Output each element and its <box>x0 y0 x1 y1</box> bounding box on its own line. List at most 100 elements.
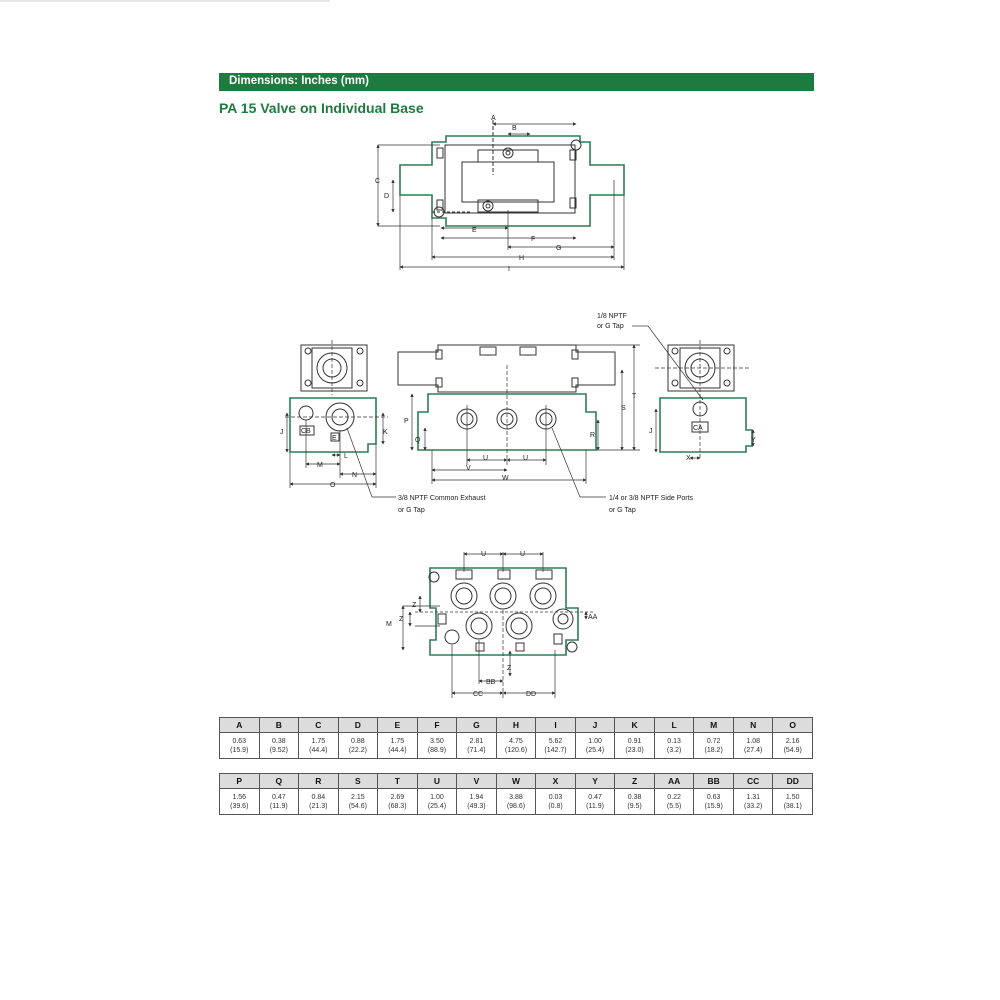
dim-label-S: S <box>621 405 626 412</box>
dim-label-C: C <box>375 178 380 185</box>
value-mm: (18.2) <box>704 746 723 754</box>
column-header-DD: DD <box>772 773 813 789</box>
value-mm: (15.9) <box>704 802 723 810</box>
table-cell-D: 0.88(22.2) <box>337 732 379 759</box>
value-mm: (88.9) <box>427 746 447 754</box>
value-inches: 5.62 <box>548 737 563 745</box>
port-label-CB: CB <box>301 428 311 435</box>
value-inches: 2.16 <box>785 737 800 745</box>
dim-label-CC: CC <box>473 691 483 698</box>
column-header-S: S <box>337 773 379 789</box>
dim-label-DD: DD <box>526 691 536 698</box>
callout-side-line1: 1/4 or 3/8 NPTF Side Ports <box>609 495 694 502</box>
column-header-A: A <box>219 717 260 733</box>
right-end-view-drawing <box>632 325 755 460</box>
column-header-I: I <box>535 717 576 733</box>
dim-label-X: X <box>686 455 691 462</box>
table-cell-G: 2.81(71.4) <box>456 732 497 759</box>
callout-exhaust-line1: 3/8 NPTF Common Exhaust <box>398 495 486 502</box>
top-rule <box>0 0 330 2</box>
value-mm: (39.6) <box>230 802 249 810</box>
column-header-W: W <box>495 773 537 789</box>
table-cell-U: 1.00(25.4) <box>416 788 458 815</box>
value-mm: (9.5) <box>627 802 642 810</box>
value-inches: 0.91 <box>627 737 642 745</box>
dim-label-O: O <box>330 482 336 489</box>
bottom-mount-hole-br <box>566 641 578 653</box>
table-cell-R: 0.84(21.3) <box>298 788 339 815</box>
top-view-drawing <box>376 120 625 270</box>
table-cell-T: 2.69(68.3) <box>377 788 418 815</box>
dim-label-K: K <box>383 429 388 436</box>
column-header-Q: Q <box>258 773 300 789</box>
dim-label-D: D <box>384 193 389 200</box>
column-header-K: K <box>614 717 655 733</box>
dim-label-T: T <box>632 393 637 400</box>
value-mm: (54.9) <box>783 746 802 754</box>
side-view-drawing <box>397 344 640 498</box>
dim-label-AA: AA <box>588 614 598 621</box>
value-mm: (23.0) <box>625 746 644 754</box>
table-cell-Y: 0.47(11.9) <box>574 788 616 815</box>
value-inches: 0.72 <box>706 737 721 745</box>
value-inches: 0.63 <box>232 737 247 745</box>
value-inches: 3.50 <box>430 737 444 745</box>
callout-exhaust-line2: or G Tap <box>398 507 425 514</box>
value-mm: (5.5) <box>666 802 682 810</box>
table-cell-I: 5.62(142.7) <box>535 732 576 759</box>
port-label-E-left: E <box>332 435 337 442</box>
column-header-C: C <box>298 717 339 733</box>
value-mm: (15.9) <box>230 746 249 754</box>
table-cell-H: 4.75(120.6) <box>495 732 537 759</box>
column-header-M: M <box>693 717 734 733</box>
value-inches: 1.08 <box>746 737 760 745</box>
value-inches: 3.88 <box>509 793 523 801</box>
value-inches: 2.15 <box>351 793 365 801</box>
dim-label-R: R <box>590 432 595 439</box>
bottom-port-3 <box>529 582 557 610</box>
side-view-valve-outline <box>397 344 616 393</box>
value-mm: (22.2) <box>348 746 367 754</box>
top-view-valve-body <box>444 144 576 214</box>
table-cell-V: 1.94(49.3) <box>456 788 497 815</box>
table-cell-CC: 1.31(33.2) <box>732 788 774 815</box>
column-header-G: G <box>456 717 497 733</box>
column-header-J: J <box>574 717 616 733</box>
value-mm: (3.2) <box>666 746 682 754</box>
table-row: 0.63(15.9)0.38(9.52)1.75(44.4)0.88(22.2)… <box>219 732 813 759</box>
value-mm: (0.8) <box>548 802 563 810</box>
value-mm: (120.6) <box>504 746 528 754</box>
column-header-R: R <box>298 773 339 789</box>
bottom-port-exhaust <box>552 608 574 630</box>
dim-label-U-bottom-2: U <box>520 551 525 558</box>
value-inches: 1.94 <box>469 793 484 801</box>
bottom-port-1 <box>450 582 478 610</box>
table-cell-AA: 0.22(5.5) <box>653 788 695 815</box>
table-cell-K: 0.91(23.0) <box>614 732 655 759</box>
column-header-X: X <box>535 773 576 789</box>
bottom-port-5 <box>505 612 533 640</box>
value-mm: (11.9) <box>586 802 604 810</box>
page-subtitle: PA 15 Valve on Individual Base <box>219 100 424 116</box>
table-cell-W: 3.88(98.6) <box>495 788 537 815</box>
table-cell-Q: 0.47(11.9) <box>258 788 300 815</box>
value-mm: (54.6) <box>348 802 367 810</box>
column-header-T: T <box>377 773 418 789</box>
dim-label-Q: Q <box>415 437 421 444</box>
dim-label-A: A <box>491 115 496 122</box>
value-inches: 1.75 <box>311 737 326 745</box>
dim-label-E: E <box>472 227 477 234</box>
value-mm: (33.2) <box>744 802 763 810</box>
top-view-screw-1 <box>502 147 514 159</box>
value-inches: 1.50 <box>785 793 800 801</box>
dim-label-U-side-2: U <box>523 455 528 462</box>
value-inches: 0.84 <box>311 793 326 801</box>
value-mm: (11.9) <box>269 802 288 810</box>
port-label-CA: CA <box>693 425 703 432</box>
value-mm: (98.6) <box>506 802 526 810</box>
column-header-Y: Y <box>574 773 616 789</box>
value-inches: 1.31 <box>746 793 760 801</box>
